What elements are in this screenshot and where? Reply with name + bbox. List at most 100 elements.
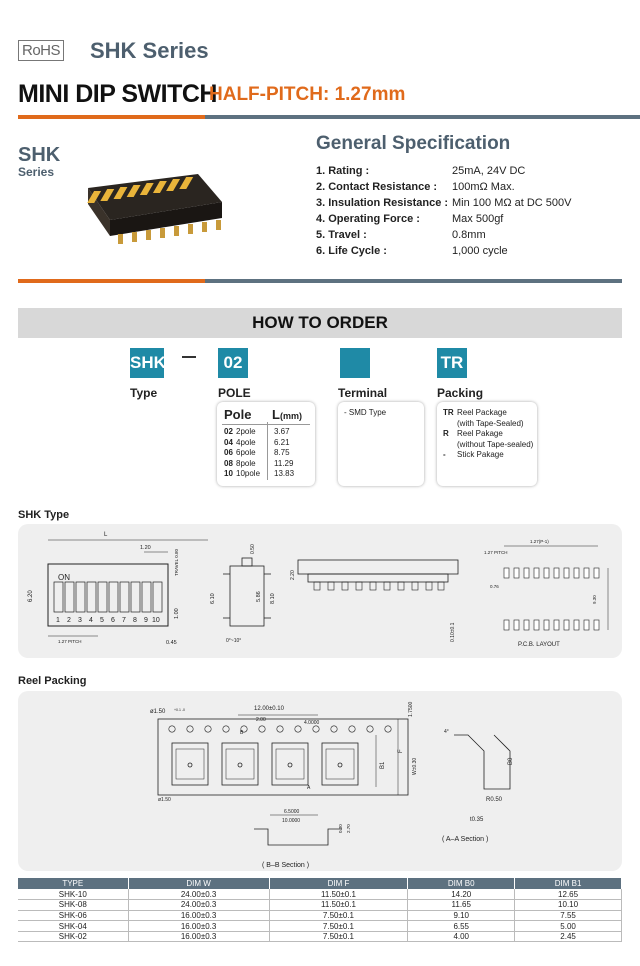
- packing-text: Stick Pakage: [457, 450, 504, 459]
- series-name: SHK: [18, 144, 61, 166]
- table-cell: 24.00±0.3: [128, 899, 270, 911]
- pole-code: 06: [224, 448, 233, 457]
- section-reel-packing: Reel Packing: [18, 675, 87, 687]
- dim-220: 2.20: [290, 570, 296, 580]
- table-cell: SHK-08: [18, 899, 129, 911]
- dim-b1: B1: [380, 761, 386, 769]
- pcb-layout: 1.27(P-1) 1.27 PITCH 0.76 9.30 P.C.B. LA…: [484, 539, 609, 648]
- packing-text: Reel Package: [457, 408, 507, 417]
- spec-value: Max 500gf: [452, 213, 504, 225]
- table-cell: 16.00±0.3: [128, 910, 270, 922]
- series-block: SHK Series: [18, 145, 60, 179]
- dim-270: 2.70: [346, 824, 351, 833]
- pole-l: 8.75: [274, 448, 290, 457]
- switch-num-5: 5: [100, 617, 104, 624]
- reel-packing-drawing: ø1.50 +0.1 -0 12.00±0.10 2.00 4.0000 1.7…: [150, 701, 514, 869]
- packing-code: R: [443, 429, 449, 438]
- spec-key: 5. Travel :: [316, 229, 367, 241]
- spec-value: 0.8mm: [452, 229, 486, 241]
- table-cell: SHK-06: [18, 910, 129, 922]
- dim-610: 6.10: [210, 593, 216, 604]
- label-type: Type: [130, 386, 158, 400]
- dim-200: 2.00: [256, 717, 266, 723]
- pole-head-rule: [222, 424, 310, 425]
- dim-t035: t0.35: [470, 817, 484, 823]
- table-header-cell: DIM W: [128, 878, 270, 889]
- dim-030: 0.30: [338, 824, 343, 833]
- pcb-pitch: 1.27(P-1): [530, 539, 549, 544]
- switch-num-2: 2: [67, 617, 71, 624]
- header-rule-slate: [205, 115, 640, 119]
- spec-rule-orange: [18, 279, 205, 283]
- table-cell: 11.50±0.1: [269, 889, 409, 901]
- dim-hole: ø1.50: [150, 709, 166, 715]
- table-cell: 11.50±0.1: [269, 899, 409, 911]
- packing-text: (with Tape-Sealed): [457, 418, 524, 428]
- bb-section: 0.30 2.70 ( B–B Section ): [254, 824, 351, 869]
- packing-code: [443, 440, 457, 451]
- packing-code: TR: [443, 408, 454, 417]
- pcb-127: 1.27 PITCH: [484, 550, 508, 555]
- label-pole: POLE: [218, 386, 251, 400]
- pcb-930: 9.30: [592, 595, 597, 604]
- page-subtitle: HALF-PITCH: 1.27mm: [209, 84, 406, 105]
- l-head-unit: (mm): [279, 411, 302, 421]
- dim-pitch: 12.00±0.10: [254, 706, 285, 712]
- spec-key: 6. Life Cycle :: [316, 245, 387, 257]
- dim-deg: 4°: [444, 729, 449, 735]
- table-cell: 9.10: [407, 910, 516, 922]
- table-cell: 16.00±0.3: [128, 931, 270, 943]
- dim-hole-tol: +0.1 -0: [174, 708, 185, 712]
- order-dash: [182, 356, 196, 358]
- switch-num-3: 3: [78, 617, 82, 624]
- table-cell: 11.65: [407, 899, 516, 911]
- table-cell: 24.00±0.3: [128, 889, 270, 901]
- top-view: L 1.20 TRAVEL 0.80 ON 1 2 3 4 5 6 7 8 9 …: [28, 532, 208, 646]
- dim-586: 5.86: [256, 591, 262, 602]
- shk-type-drawing: L 1.20 TRAVEL 0.80 ON 1 2 3 4 5 6 7 8 9 …: [28, 532, 609, 648]
- table-cell: 4.00: [407, 931, 516, 943]
- table-header-cell: TYPE: [18, 878, 129, 889]
- side-view: 0.50 6.10 5.86 8.10 0°~10°: [210, 544, 276, 644]
- dim-127-pitch: 1.27 PITCH: [58, 639, 82, 644]
- pole-name: 2pole: [236, 427, 256, 436]
- dim-w: W±0.30: [412, 758, 418, 775]
- pole-head: Pole: [224, 407, 252, 422]
- pole-name: 4pole: [236, 437, 256, 447]
- terminal-card: - SMD Type: [338, 402, 424, 486]
- spec-row: 1. Rating :25mA, 24V DC: [316, 163, 572, 179]
- pcb-label: P.C.B. LAYOUT: [518, 642, 560, 648]
- spec-value: 100mΩ Max.: [452, 181, 515, 193]
- dim-650: 6.5000: [284, 809, 300, 815]
- dim-120: 1.20: [140, 545, 151, 551]
- switch-num-10: 10: [152, 617, 160, 624]
- label-b: B: [240, 730, 244, 736]
- table-cell: 7.50±0.1: [269, 920, 409, 932]
- label-terminal: Terminal: [338, 386, 388, 400]
- spec-value: 1,000 cycle: [452, 245, 508, 257]
- spec-row: 3. Insulation Resistance :Min 100 MΩ at …: [316, 195, 572, 211]
- packing-row: (with Tape-Sealed): [443, 419, 535, 430]
- code-pole: 02: [218, 348, 248, 378]
- dim-620: 6.20: [28, 590, 34, 602]
- reel-packing-panel: [18, 691, 622, 871]
- spec-row: 2. Contact Resistance :100mΩ Max.: [316, 179, 572, 195]
- table-header-cell: DIM B1: [514, 878, 622, 889]
- table-cell: SHK-04: [18, 920, 129, 932]
- pole-code: 02: [224, 427, 233, 436]
- table-header-cell: DIM B0: [407, 878, 516, 889]
- table-cell: 16.00±0.3: [128, 920, 270, 932]
- pole-l: 13.83: [274, 469, 295, 478]
- label-packing: Packing: [437, 386, 484, 400]
- table-cell: SHK-02: [18, 931, 129, 943]
- l-head: L(mm): [272, 407, 302, 422]
